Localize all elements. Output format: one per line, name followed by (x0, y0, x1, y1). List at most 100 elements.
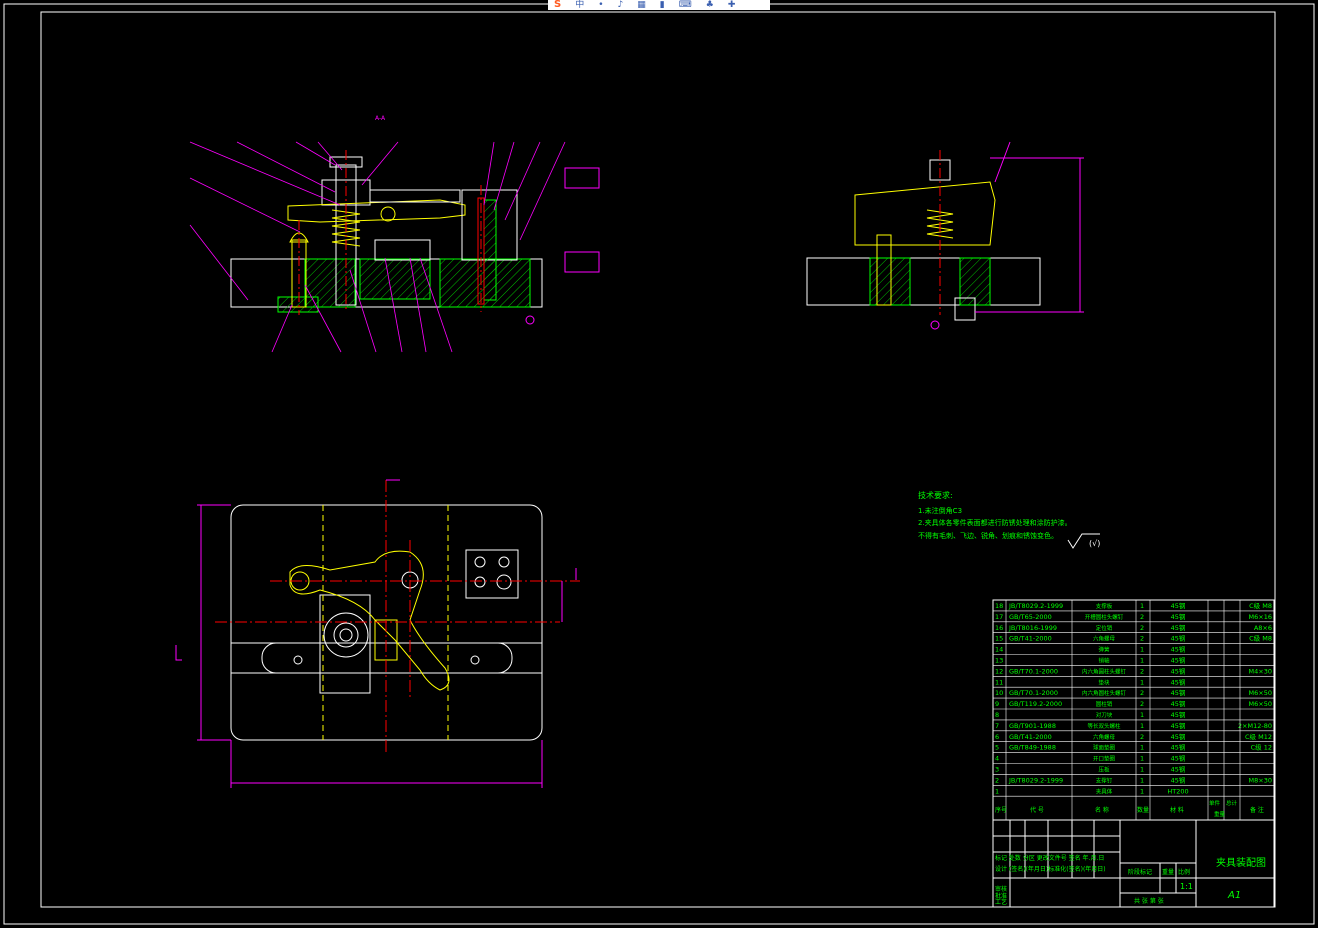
bom-cell-qty: 1 (1140, 755, 1144, 763)
bom-cell-qty: 1 (1140, 602, 1144, 610)
scale-label: 比例 (1178, 868, 1190, 876)
bom-cell-code: JB/T8016-1999 (1008, 624, 1057, 632)
top-lever (289, 550, 450, 691)
bom-cell-no: 7 (995, 722, 999, 730)
bom-cell-name: 支撑板 (1096, 602, 1113, 610)
bom-cell-qty: 2 (1140, 700, 1144, 708)
top-hole-4 (496, 574, 512, 590)
bom-cell-code: GB/T901-1988 (1009, 722, 1056, 730)
bom-cell-mat: 45钢 (1171, 646, 1186, 654)
bom-cell-mat: 45钢 (1171, 657, 1186, 665)
toolbar-icon-8[interactable]: ✚ (727, 0, 736, 10)
toolbar-icon-5[interactable]: ▮ (659, 0, 665, 10)
front-section-view[interactable]: A-A (189, 115, 600, 353)
tech-req-line1: 1.未注倒角C3 (918, 507, 963, 515)
top-boss-outer (323, 612, 369, 658)
datum-marker (525, 315, 535, 325)
base-hatch-4 (277, 296, 319, 313)
side-view[interactable] (806, 141, 1084, 330)
toolbar-icon-2[interactable]: • (598, 0, 604, 10)
side-hatch-1 (869, 257, 911, 306)
bom-cell-qty: 1 (1140, 787, 1144, 795)
drawing-name: 夹具装配图 (1216, 856, 1266, 869)
bom-cell-name: 球面垫圈 (1093, 744, 1116, 752)
side-clamp (854, 181, 996, 246)
bom-header-qty: 数量 (1137, 806, 1149, 814)
sheet-size: A1 (1227, 890, 1241, 901)
leader-lines (189, 141, 566, 353)
title-block-border (992, 819, 1275, 908)
bom-cell-name: 弹簧 (1098, 646, 1110, 654)
bom-header-code: 代 号 (1030, 806, 1044, 814)
clamp-plate (287, 199, 466, 223)
toolbar-icon-1[interactable]: 中 (575, 0, 585, 10)
bom-cell-qty: 2 (1140, 689, 1144, 697)
bom-cell-note: M6×50 (1249, 700, 1272, 708)
gd-frame-2 (564, 251, 600, 273)
bom-cell-name: 内六角圆柱头螺钉 (1082, 667, 1127, 675)
side-datum (930, 320, 940, 330)
toolbar-icon-6[interactable]: ⌨ (678, 0, 692, 10)
top-boss-inner (333, 622, 359, 648)
bom-cell-name: 圆柱销 (1096, 700, 1113, 708)
ime-logo[interactable]: S (554, 0, 562, 10)
bom-cell-qty: 2 (1140, 624, 1144, 632)
toolbar-icon-7[interactable]: ♣ (705, 0, 714, 10)
bom-cell-no: 3 (995, 766, 999, 774)
tb-labels-row2: 设计 (签名)(年月日)标准化(签名)(年月日) (995, 865, 1106, 873)
drawing-border (40, 11, 1276, 908)
bom-cell-mat: 45钢 (1171, 744, 1186, 752)
bom-cell-no: 10 (995, 689, 1003, 697)
bom-cell-note: M6×16 (1249, 613, 1272, 621)
top-pin-block (465, 549, 519, 599)
roughness-symbol (1067, 533, 1100, 549)
bom-cell-mat: 45钢 (1171, 766, 1186, 774)
bom-cell-code: GB/T70.1-2000 (1009, 689, 1058, 697)
bom-header-total: 总计 (1226, 799, 1238, 807)
bom-cell-mat: 45钢 (1171, 700, 1186, 708)
section-arrow-left (175, 645, 182, 661)
support-block (374, 239, 431, 261)
bom-cell-code: JB/T8029.2-1999 (1008, 602, 1063, 610)
ime-toolbar[interactable]: S 中 • ♪ ▦ ▮ ⌨ ♣ ✚ (548, 0, 770, 10)
weight-label: 重量 (1162, 868, 1174, 876)
bom-cell-mat: 45钢 (1171, 722, 1186, 730)
gd-frame-1 (564, 167, 600, 189)
tech-req-title: 技术要求: (918, 491, 953, 500)
bom-cell-mat: 45钢 (1171, 733, 1186, 741)
bom-cell-no: 2 (995, 776, 999, 784)
bom-header-name: 名 称 (1095, 806, 1109, 814)
title-block[interactable]: 夹具装配图 A1 1:1 比例 重量 阶段标记 标记 处数 分区 更改文件号 签… (992, 819, 1275, 908)
bom-cell-note: M6×50 (1249, 689, 1272, 697)
bom-cell-qty: 1 (1140, 722, 1144, 730)
bom-cell-mat: 45钢 (1171, 602, 1186, 610)
tech-req-line2: 2.夹具体各零件表面都进行防锈处理和涂防护漆。 (918, 519, 1072, 527)
bom-cell-no: 11 (995, 678, 1003, 686)
bom-cell-note: M4×30 (1249, 667, 1272, 675)
roughness-paren: (√) (1089, 539, 1100, 548)
top-hole-1 (474, 556, 486, 568)
support-pin-head (289, 232, 309, 243)
top-slot-hole-1 (293, 655, 303, 665)
bom-cell-qty: 1 (1140, 776, 1144, 784)
bom-cell-qty: 1 (1140, 678, 1144, 686)
bom-cell-note: C级 M8 (1249, 634, 1272, 643)
bom-cell-name: 销轴 (1098, 657, 1110, 665)
toolbar-icon-3[interactable]: ♪ (617, 0, 624, 10)
bom-cell-name: 开槽圆柱头螺钉 (1085, 613, 1124, 621)
bom-cell-name: 等长双头螺柱 (1087, 722, 1121, 730)
bom-cell-code: GB/T65-2000 (1009, 613, 1052, 621)
top-view[interactable] (175, 479, 580, 788)
bom-cell-mat: 45钢 (1171, 755, 1186, 763)
bom-cell-code: GB/T119.2-2000 (1009, 700, 1062, 708)
side-base (806, 257, 1041, 306)
toolbar-icon-4[interactable]: ▦ (637, 0, 646, 10)
top-boss-core (339, 628, 353, 642)
top-slot-plate (261, 642, 513, 674)
bom-cell-no: 13 (995, 657, 1003, 665)
bom-cell-name: 夹具体 (1096, 787, 1113, 795)
clamp-pivot (380, 206, 396, 222)
bom-cell-mat: 45钢 (1171, 624, 1186, 632)
